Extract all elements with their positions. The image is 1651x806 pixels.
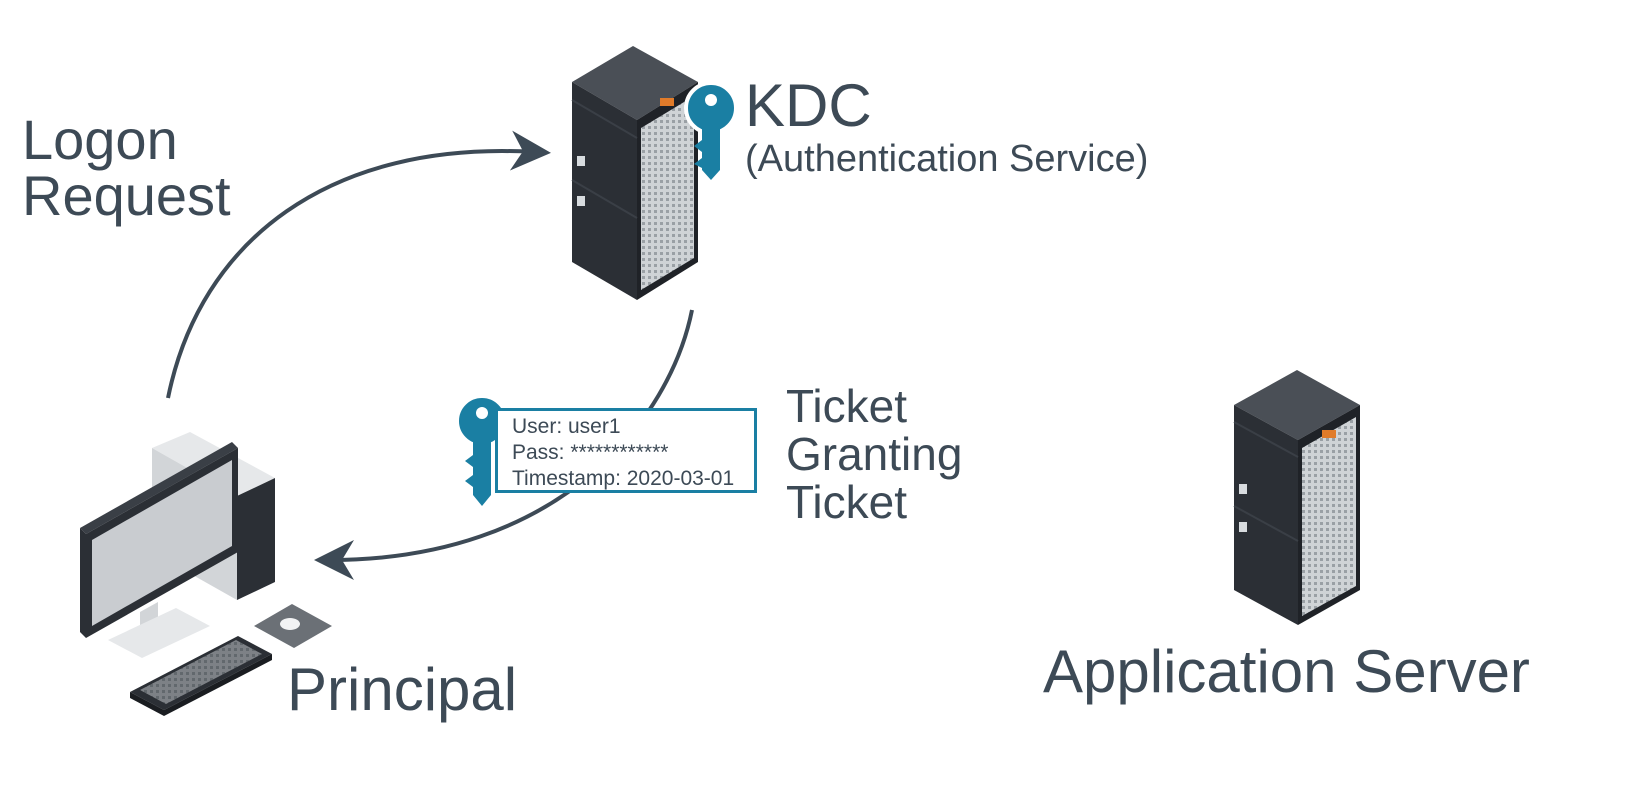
logon-request-arrow xyxy=(166,130,551,399)
kdc-subtitle: (Authentication Service) xyxy=(745,138,1149,180)
ticket-pass: Pass: ************ xyxy=(512,441,669,464)
ticket-card: User: user1 Pass: ************ Timestamp… xyxy=(495,408,757,493)
logon-request-line2: Request xyxy=(22,164,231,227)
tgt-label: Ticket Granting Ticket xyxy=(786,382,962,526)
ticket-timestamp: Timestamp: 2020-03-01 xyxy=(512,467,735,490)
tgt-line3: Ticket xyxy=(786,476,907,528)
kdc-key-icon xyxy=(684,81,738,180)
desktop-computer-icon xyxy=(80,432,275,658)
ticket-key-icon xyxy=(455,394,509,506)
keyboard-icon xyxy=(130,636,272,716)
logon-request-label: Logon Request xyxy=(22,112,231,224)
tgt-line2: Granting xyxy=(786,428,963,480)
mousepad-icon xyxy=(254,604,332,648)
logon-request-line1: Logon xyxy=(22,108,178,171)
ticket-user: User: user1 xyxy=(512,415,621,438)
application-server-icon xyxy=(1233,370,1360,625)
mouse-icon xyxy=(280,618,300,630)
kdc-title: KDC xyxy=(745,72,872,139)
tgt-line1: Ticket xyxy=(786,380,907,432)
principal-label: Principal xyxy=(287,656,518,723)
kdc-server-icon xyxy=(571,46,698,300)
application-server-label: Application Server xyxy=(1043,638,1530,705)
